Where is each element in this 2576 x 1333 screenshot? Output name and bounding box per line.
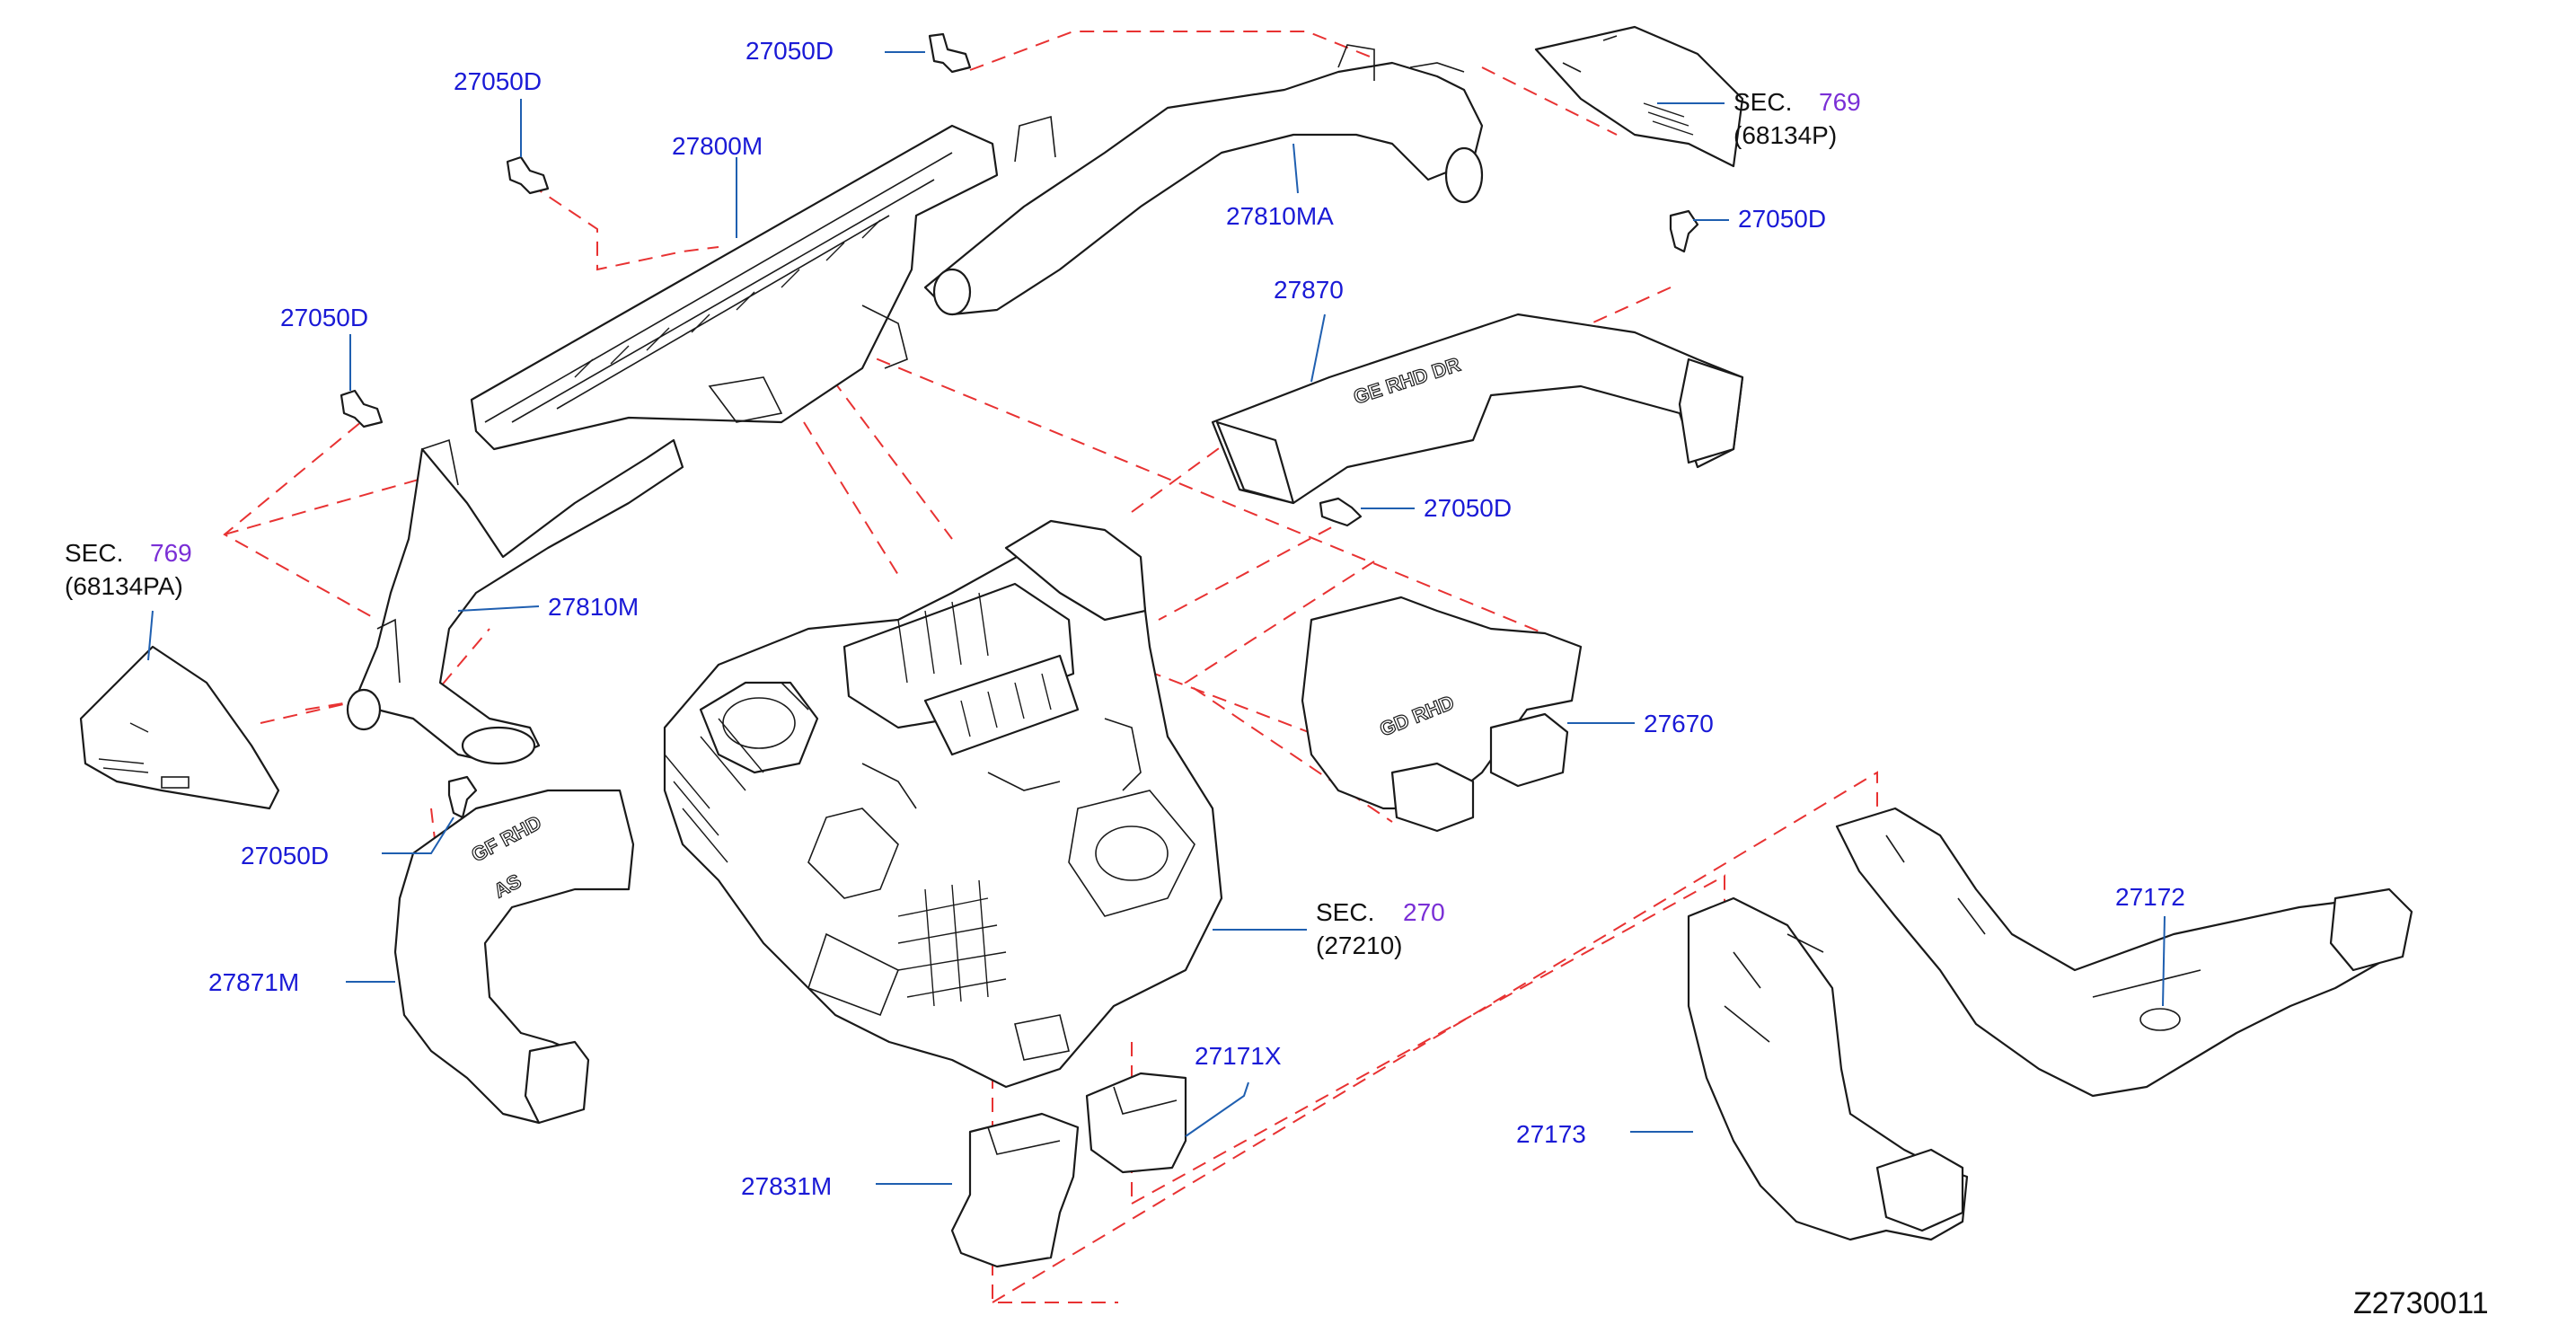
section-reference-labels: SEC. 769 (68134P) SEC. 769 (68134PA) SEC… [65, 88, 1861, 959]
sec-ref-heater-prefix: SEC. [1316, 898, 1374, 926]
part-27173-duct [1687, 896, 1969, 1241]
sec-ref-upper-right-part: (68134P) [1734, 121, 1837, 149]
diagram-id: Z2730011 [2353, 1286, 2489, 1320]
part-27172-duct [1835, 807, 2413, 1098]
part-27800m-vent-panel [470, 124, 999, 451]
part-27810ma-duct [923, 44, 1484, 316]
label-27050d-lower-left: 27050D [241, 842, 329, 870]
label-27831m: 27831M [741, 1172, 832, 1200]
label-27050d-right: 27050D [1738, 205, 1826, 233]
label-27870: 27870 [1274, 276, 1344, 304]
part-27871m-duct: GF RHD AS [393, 789, 635, 1125]
clip-icon-d [1669, 209, 1699, 253]
label-27171x: 27171X [1195, 1042, 1282, 1070]
part-27831m-duct [950, 1112, 1080, 1268]
part-27870-duct: GE RHD DR [1211, 313, 1744, 505]
label-27050d-center: 27050D [1424, 494, 1512, 522]
sec-ref-upper-right-number: 769 [1819, 88, 1861, 116]
clip-icon-a [928, 32, 972, 74]
sec-ref-heater-number: 270 [1403, 898, 1445, 926]
label-27810m: 27810M [548, 593, 639, 621]
part-27171x-duct [1085, 1072, 1187, 1174]
clip-icon-b [506, 155, 550, 195]
clip-icon-c [340, 389, 384, 428]
sec-ref-left-number: 769 [150, 539, 192, 567]
label-27172: 27172 [2115, 883, 2185, 911]
clip-icon-f [447, 775, 478, 819]
label-27173: 27173 [1516, 1120, 1586, 1148]
sec-ref-heater-part: (27210) [1316, 931, 1403, 959]
label-27050d-left: 27050D [280, 304, 368, 331]
part-27810m-duct [346, 438, 684, 765]
part-number-labels: 27050D 27050D 27050D 27050D 27050D 27050… [208, 37, 2185, 1200]
clip-icon-e [1319, 497, 1363, 527]
label-27670: 27670 [1644, 710, 1714, 737]
clip-27050d-icons [340, 32, 1699, 819]
heater-unit-assembly [663, 519, 1223, 1089]
sec-ref-left-prefix: SEC. [65, 539, 123, 567]
label-27810ma: 27810MA [1226, 202, 1334, 230]
label-27050d-top: 27050D [745, 37, 834, 65]
leader-lines [147, 51, 2166, 1185]
label-27800m: 27800M [672, 132, 763, 160]
label-27871m: 27871M [208, 968, 299, 996]
sec-ref-left-part: (68134PA) [65, 572, 183, 600]
part-27670-outlet: GD RHD [1301, 596, 1583, 833]
sec-ref-upper-right-prefix: SEC. [1734, 88, 1792, 116]
part-68134pa-trim [79, 645, 280, 810]
part-68134p-trim [1534, 25, 1744, 168]
label-27050d-upper-left: 27050D [454, 67, 542, 95]
